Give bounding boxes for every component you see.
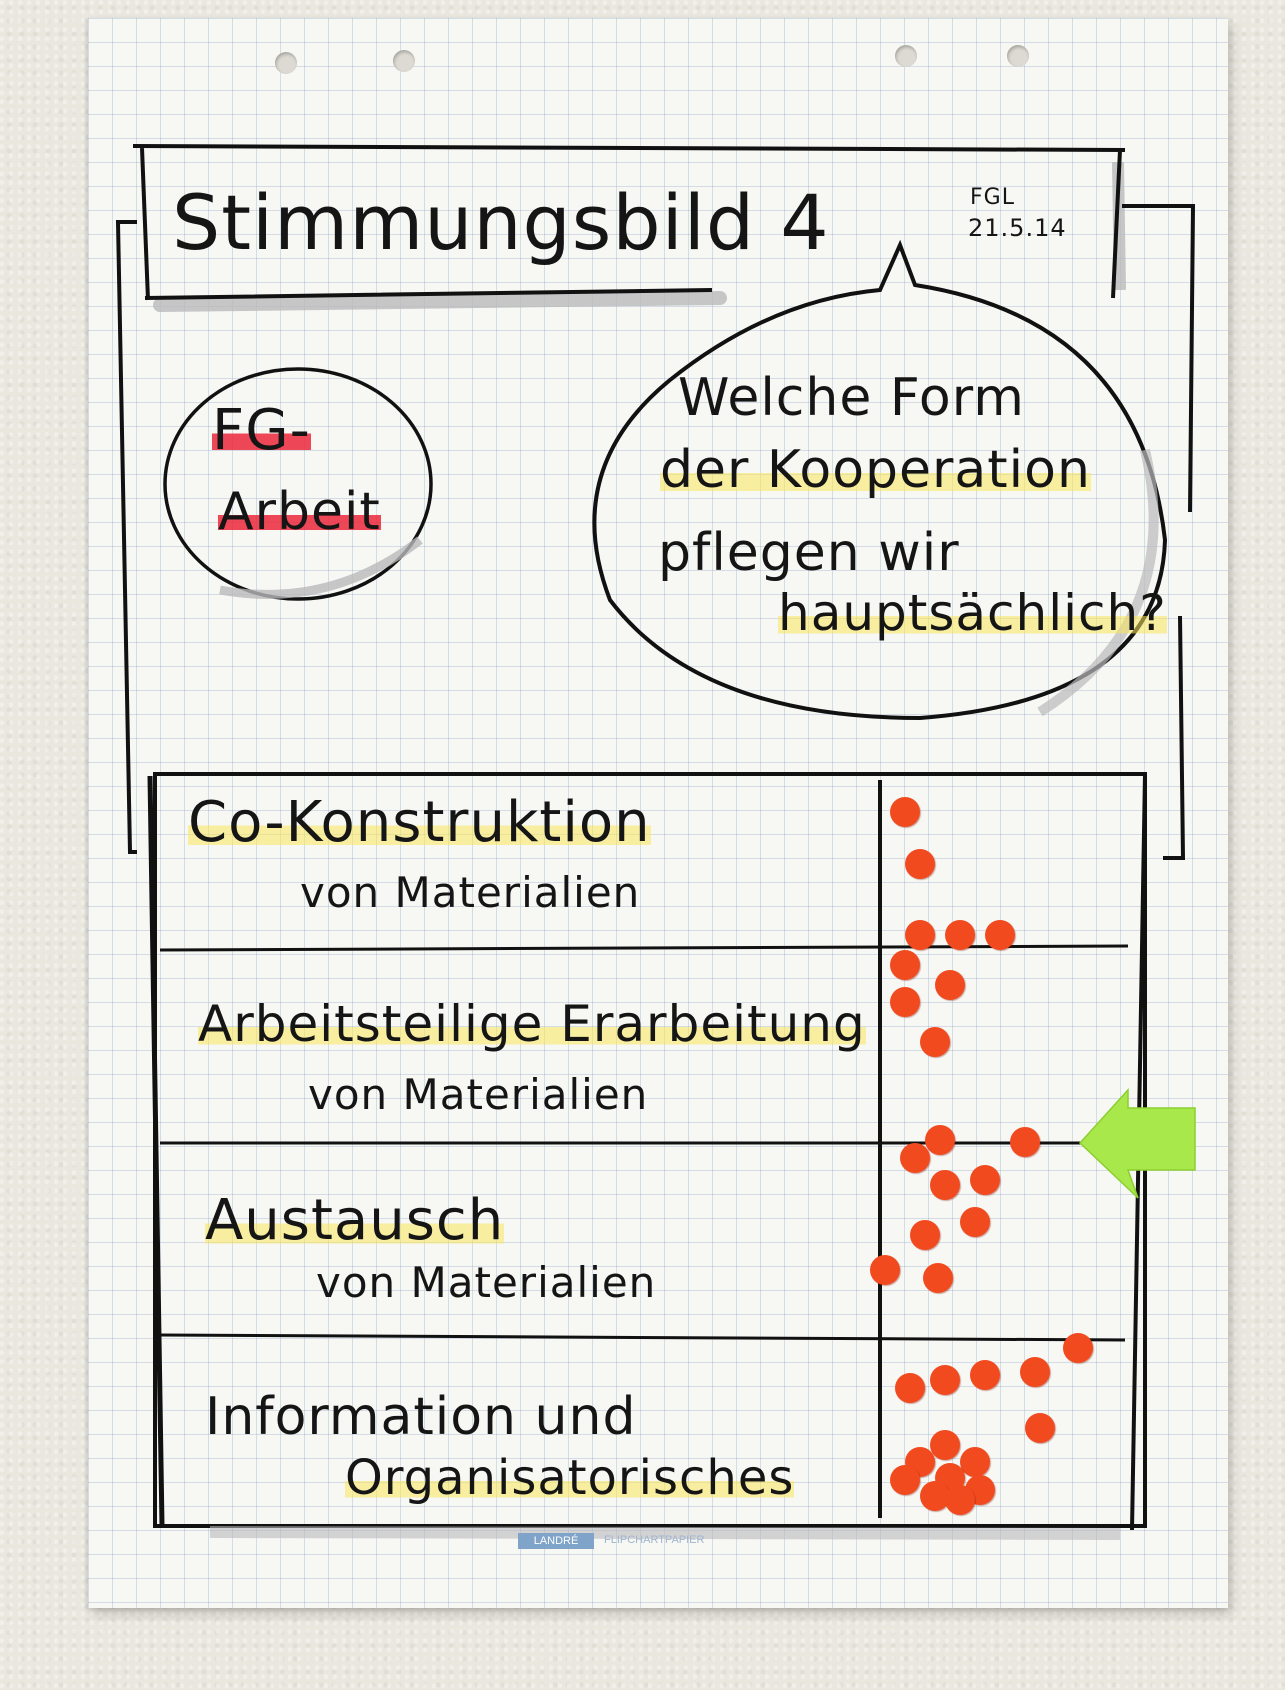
row-1-label-1: Co-Konstruktion xyxy=(188,790,651,855)
row-4-label-2: Organisatorisches xyxy=(345,1450,795,1506)
vote-dot xyxy=(870,1255,900,1285)
badge-line-2: Arbeit xyxy=(218,482,381,542)
vote-dot xyxy=(890,987,920,1017)
vote-dot xyxy=(890,1465,920,1495)
date-label: 21.5.14 xyxy=(968,214,1067,242)
vote-dot xyxy=(960,1207,990,1237)
punch-hole xyxy=(895,45,917,67)
vote-dot xyxy=(905,849,935,879)
vote-dot xyxy=(1025,1413,1055,1443)
vote-dot xyxy=(890,950,920,980)
vote-dot xyxy=(945,920,975,950)
question-line-2: der Kooperation xyxy=(660,440,1091,500)
vote-dot xyxy=(985,920,1015,950)
vote-dot xyxy=(1063,1333,1093,1363)
row-3-label-2: von Materialien xyxy=(316,1258,657,1307)
vote-dot xyxy=(905,920,935,950)
row-2-label-1: Arbeitsteilige Erarbeitung xyxy=(198,995,866,1053)
vote-dot xyxy=(900,1143,930,1173)
vote-dot xyxy=(970,1360,1000,1390)
question-line-1-text: Welche Form xyxy=(678,368,1025,428)
vote-dot xyxy=(910,1220,940,1250)
question-line-1: Welche Form xyxy=(678,368,1025,428)
row-4-label-1: Information und xyxy=(205,1387,637,1447)
vote-dot xyxy=(935,970,965,1000)
vote-dot xyxy=(970,1165,1000,1195)
vote-dot xyxy=(960,1447,990,1477)
vote-dot xyxy=(930,1430,960,1460)
row-3-label-1: Austausch xyxy=(205,1188,505,1253)
vote-dot xyxy=(1020,1357,1050,1387)
vote-dot xyxy=(925,1125,955,1155)
badge-line-1: FG- xyxy=(212,398,311,463)
vote-dot xyxy=(920,1027,950,1057)
punch-hole xyxy=(393,50,415,72)
punch-hole xyxy=(275,52,297,74)
flipchart-paper xyxy=(88,18,1228,1608)
row-1-label-2: von Materialien xyxy=(300,868,641,917)
author-initials: FGL xyxy=(970,185,1015,210)
vote-dot xyxy=(890,797,920,827)
vote-dot xyxy=(1010,1127,1040,1157)
page-title: Stimmungsbild 4 xyxy=(172,178,830,267)
vote-dot xyxy=(930,1170,960,1200)
vote-dot xyxy=(945,1485,975,1515)
row-2-label-2: von Materialien xyxy=(308,1070,649,1119)
vote-dot xyxy=(930,1365,960,1395)
brand-logo: LANDRÉ xyxy=(518,1533,594,1549)
punch-hole xyxy=(1007,45,1029,67)
vote-dot xyxy=(923,1263,953,1293)
question-line-4: hauptsächlich? xyxy=(778,584,1167,642)
question-line-3: pflegen wir xyxy=(658,523,960,583)
vote-dot xyxy=(895,1373,925,1403)
paper-product-label: FLIPCHARTPAPIER xyxy=(604,1534,705,1546)
